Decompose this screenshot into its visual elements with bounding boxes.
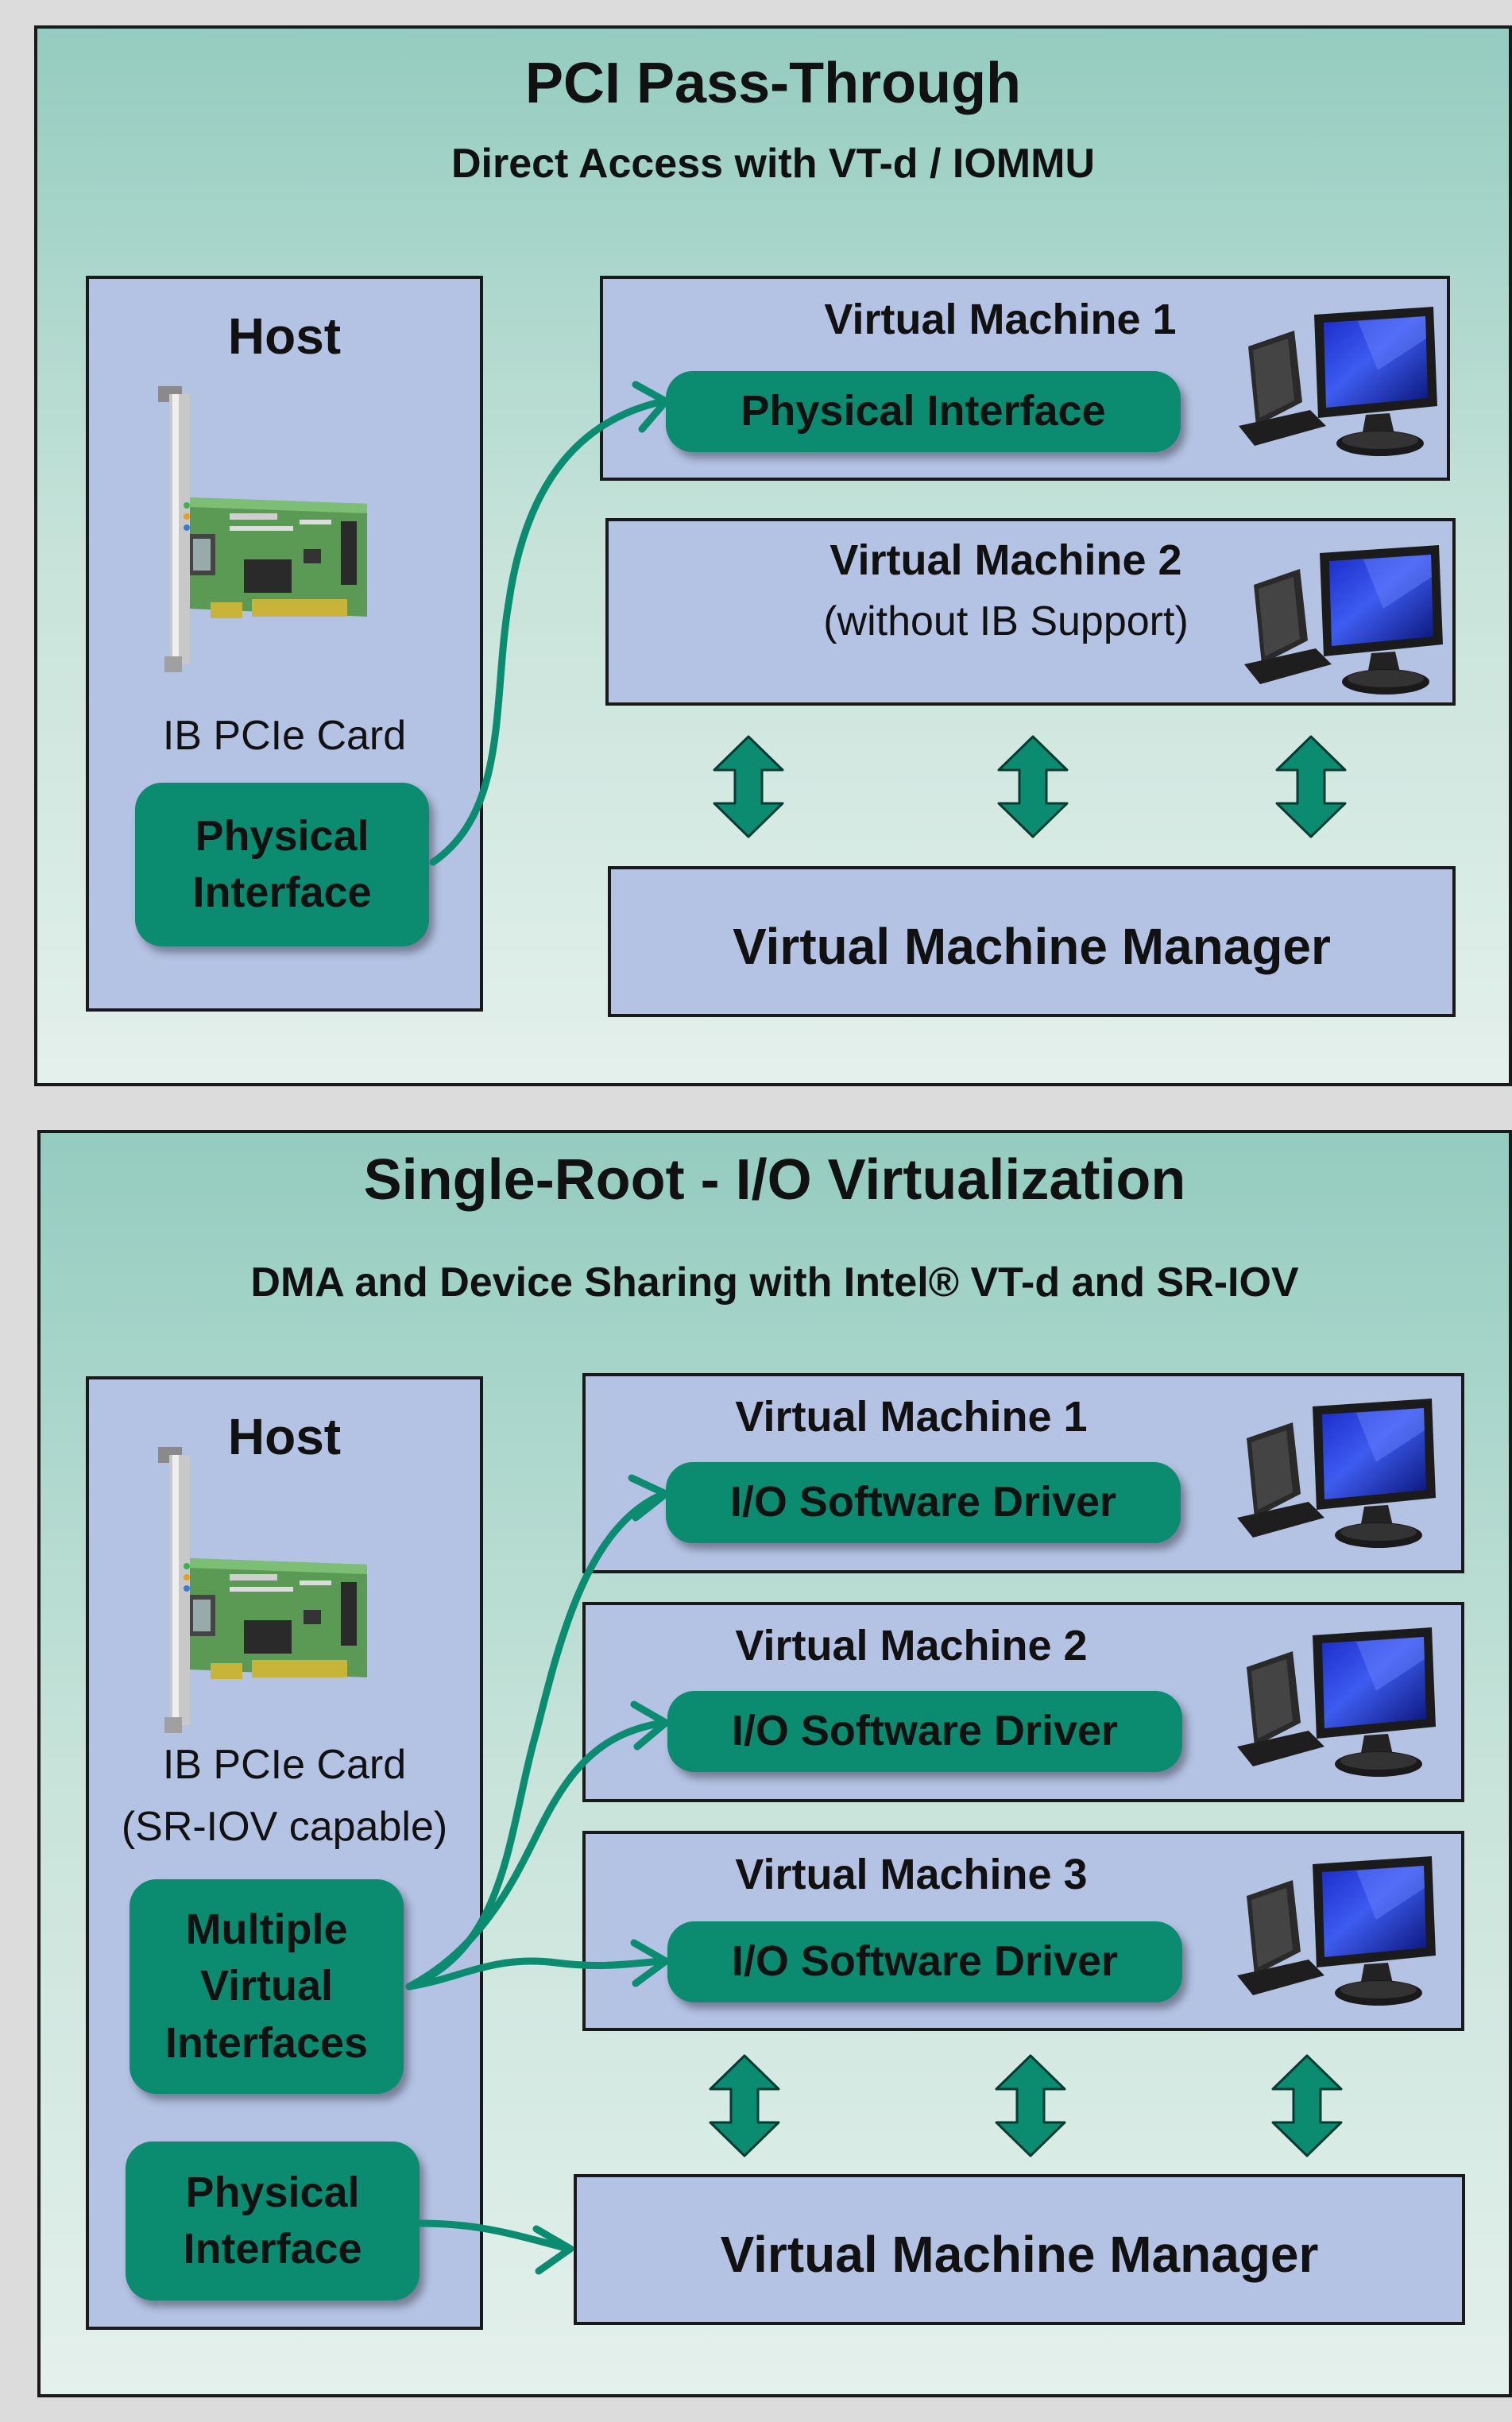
double-arrow-icon bbox=[713, 735, 784, 838]
pill-line: Interface bbox=[183, 2225, 362, 2273]
desktop-computer-icon bbox=[1237, 1399, 1444, 1557]
card-label: IB PCIe Card bbox=[162, 1742, 407, 1788]
pill-line: Interface bbox=[192, 869, 372, 916]
vm3-io-driver: I/O Software Driver bbox=[667, 1921, 1182, 2002]
vm2-box: Virtual Machine 2 (without IB Support) bbox=[605, 518, 1456, 706]
panel-title: Single-Root - I/O Virtualization bbox=[363, 1148, 1186, 1212]
double-arrow-icon bbox=[1271, 2054, 1343, 2157]
panel-title: PCI Pass-Through bbox=[524, 52, 1022, 115]
pill-line: Virtual bbox=[199, 1962, 334, 2010]
pcie-card-icon bbox=[141, 386, 379, 672]
vm3-title: Virtual Machine 3 bbox=[735, 1851, 1088, 1898]
host-title: Host bbox=[227, 1408, 342, 1465]
card-label-note: (SR-IOV capable) bbox=[121, 1804, 448, 1850]
vm1-title: Virtual Machine 1 bbox=[735, 1393, 1088, 1441]
host-title: Host bbox=[227, 308, 342, 365]
pill-line: Physical bbox=[185, 2168, 360, 2216]
pill-line: Multiple bbox=[185, 1905, 348, 1954]
vmm-box: Virtual Machine Manager bbox=[574, 2174, 1465, 2325]
pcie-card-icon bbox=[141, 1447, 379, 1733]
desktop-computer-icon bbox=[1244, 545, 1451, 704]
desktop-computer-icon bbox=[1239, 307, 1445, 466]
panel-subtitle: Direct Access with VT-d / IOMMU bbox=[451, 141, 1095, 187]
vmm-label: Virtual Machine Manager bbox=[720, 2226, 1319, 2283]
vm2-title: Virtual Machine 2 bbox=[829, 536, 1182, 584]
vmm-label: Virtual Machine Manager bbox=[733, 918, 1331, 975]
double-arrow-icon bbox=[1275, 735, 1347, 838]
vm2-title: Virtual Machine 2 bbox=[735, 1622, 1088, 1669]
double-arrow-icon bbox=[995, 2054, 1066, 2157]
desktop-computer-icon bbox=[1237, 1856, 1444, 2015]
vm1-title: Virtual Machine 1 bbox=[824, 296, 1177, 343]
card-label: IB PCIe Card bbox=[162, 713, 407, 759]
vm1-physical-interface: Physical Interface bbox=[666, 371, 1181, 452]
pill-line: Interfaces bbox=[164, 2018, 369, 2067]
panel-subtitle: DMA and Device Sharing with Intel® VT-d … bbox=[250, 1259, 1299, 1306]
vm2-note: (without IB Support) bbox=[823, 598, 1189, 644]
vmm-box: Virtual Machine Manager bbox=[608, 866, 1456, 1017]
desktop-computer-icon bbox=[1237, 1627, 1444, 1786]
double-arrow-icon bbox=[709, 2054, 780, 2157]
pill-line: Physical bbox=[195, 811, 369, 860]
vm1-io-driver: I/O Software Driver bbox=[666, 1462, 1181, 1543]
double-arrow-icon bbox=[997, 735, 1069, 838]
vm2-io-driver: I/O Software Driver bbox=[667, 1691, 1182, 1772]
